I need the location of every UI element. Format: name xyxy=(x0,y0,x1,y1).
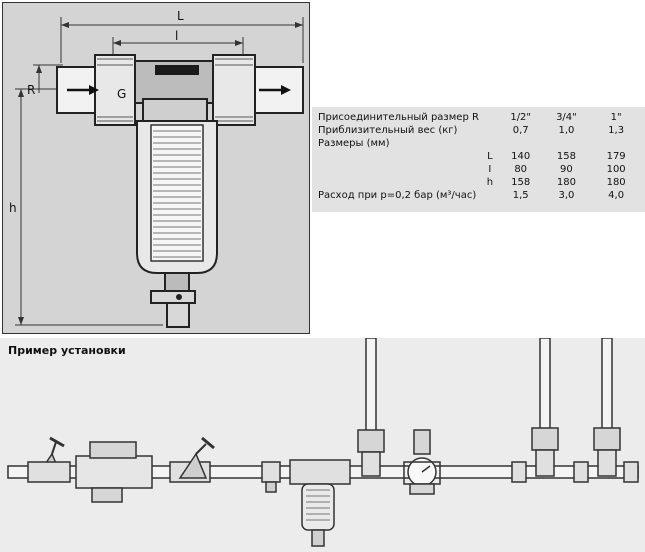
riser-valve-1 xyxy=(357,429,385,477)
spec-key xyxy=(479,124,501,137)
spec-row: Расход при р=0,2 бар (м³/час) 1,5 3,0 4,0 xyxy=(318,189,640,202)
spec-label xyxy=(318,176,479,189)
installation-example: Пример установки xyxy=(0,338,645,552)
spec-value: 179 xyxy=(606,151,626,162)
installation-diagram xyxy=(7,338,639,547)
spec-row: I 80 90 100 xyxy=(318,163,640,176)
spec-value xyxy=(592,137,640,150)
spec-value: 1,0 xyxy=(558,125,575,136)
shutoff-valve-second xyxy=(169,436,215,483)
spec-value: 1/2" xyxy=(510,112,532,123)
spec-value: 4,0 xyxy=(608,190,625,201)
spec-value: 3,0 xyxy=(558,190,575,201)
spec-row: h 158 180 180 xyxy=(318,176,640,189)
spec-value: 3/4" xyxy=(556,112,577,123)
spec-value: 90 xyxy=(560,164,573,175)
spec-key: h xyxy=(486,177,494,188)
spec-label: Приблизительный вес (кг) xyxy=(318,125,458,136)
spec-key xyxy=(479,189,501,202)
spec-key: L xyxy=(487,151,493,162)
spec-row: Приблизительный вес (кг) 0,7 1,0 1,3 xyxy=(318,124,640,137)
filter-drawing-svg xyxy=(15,17,304,328)
spec-value: 158 xyxy=(556,151,576,162)
dimension-G-label: G xyxy=(117,87,127,101)
shutoff-valve-left xyxy=(27,436,71,483)
filter-unit xyxy=(289,459,351,547)
spec-value: 180 xyxy=(556,177,576,188)
spec-key xyxy=(479,111,501,124)
spec-value: 158 xyxy=(511,177,531,188)
spec-value xyxy=(541,137,593,150)
dimension-L-label: L xyxy=(177,9,184,23)
riser-valve-3 xyxy=(593,427,621,477)
spec-row: Присоединительный размер R 1/2" 3/4" 1" xyxy=(318,111,640,124)
spec-value: 100 xyxy=(606,164,626,175)
dimension-R-label: R xyxy=(27,83,36,97)
dimension-l-label: l xyxy=(175,29,179,43)
spec-label: Присоединительный размер R xyxy=(318,112,479,123)
spec-key: I xyxy=(488,164,492,175)
pressure-reducer xyxy=(403,429,441,495)
spec-value: 1" xyxy=(610,112,622,123)
spec-value: 180 xyxy=(606,177,626,188)
spec-key xyxy=(479,137,501,150)
spec-label xyxy=(318,150,479,163)
spec-row: L 140 158 179 xyxy=(318,150,640,163)
spec-value: 140 xyxy=(511,151,531,162)
spec-label: Размеры (мм) xyxy=(318,138,390,149)
spec-value: 80 xyxy=(514,164,528,175)
filter-drawing: L l R G h xyxy=(2,2,310,334)
spec-value: 1,5 xyxy=(512,190,529,201)
dimension-h-label: h xyxy=(9,201,17,215)
spec-value xyxy=(501,137,541,150)
spec-value: 0,7 xyxy=(512,125,529,136)
spec-label xyxy=(318,163,479,176)
spec-row: Размеры (мм) xyxy=(318,137,640,150)
spec-label: Расход при р=0,2 бар (м³/час) xyxy=(318,190,477,201)
water-meter xyxy=(75,441,153,503)
riser-valve-2 xyxy=(531,427,559,477)
spec-value: 1,3 xyxy=(608,125,625,136)
installation-title: Пример установки xyxy=(8,344,126,357)
